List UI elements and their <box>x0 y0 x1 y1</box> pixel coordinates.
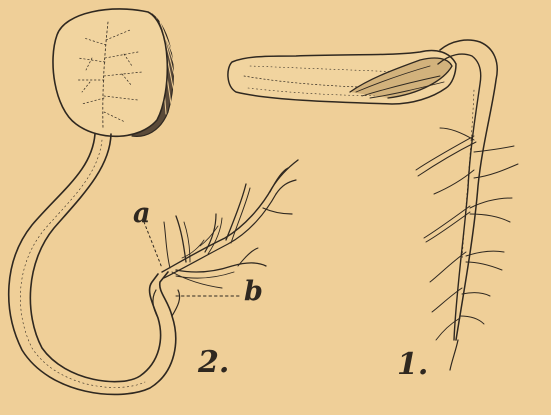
label-a: a <box>133 200 151 227</box>
seedling-stem <box>9 134 180 394</box>
seedling-roots <box>162 160 298 288</box>
cotyledon-leaf <box>53 9 175 136</box>
folded-cotyledon <box>228 51 456 105</box>
figure-1-number: 1. <box>397 350 428 380</box>
main-root <box>438 40 497 370</box>
figure-1-seedling <box>228 40 518 370</box>
label-b: b <box>244 278 263 305</box>
figure-2-number: 2. <box>198 348 229 378</box>
lateral-roots <box>416 128 518 340</box>
